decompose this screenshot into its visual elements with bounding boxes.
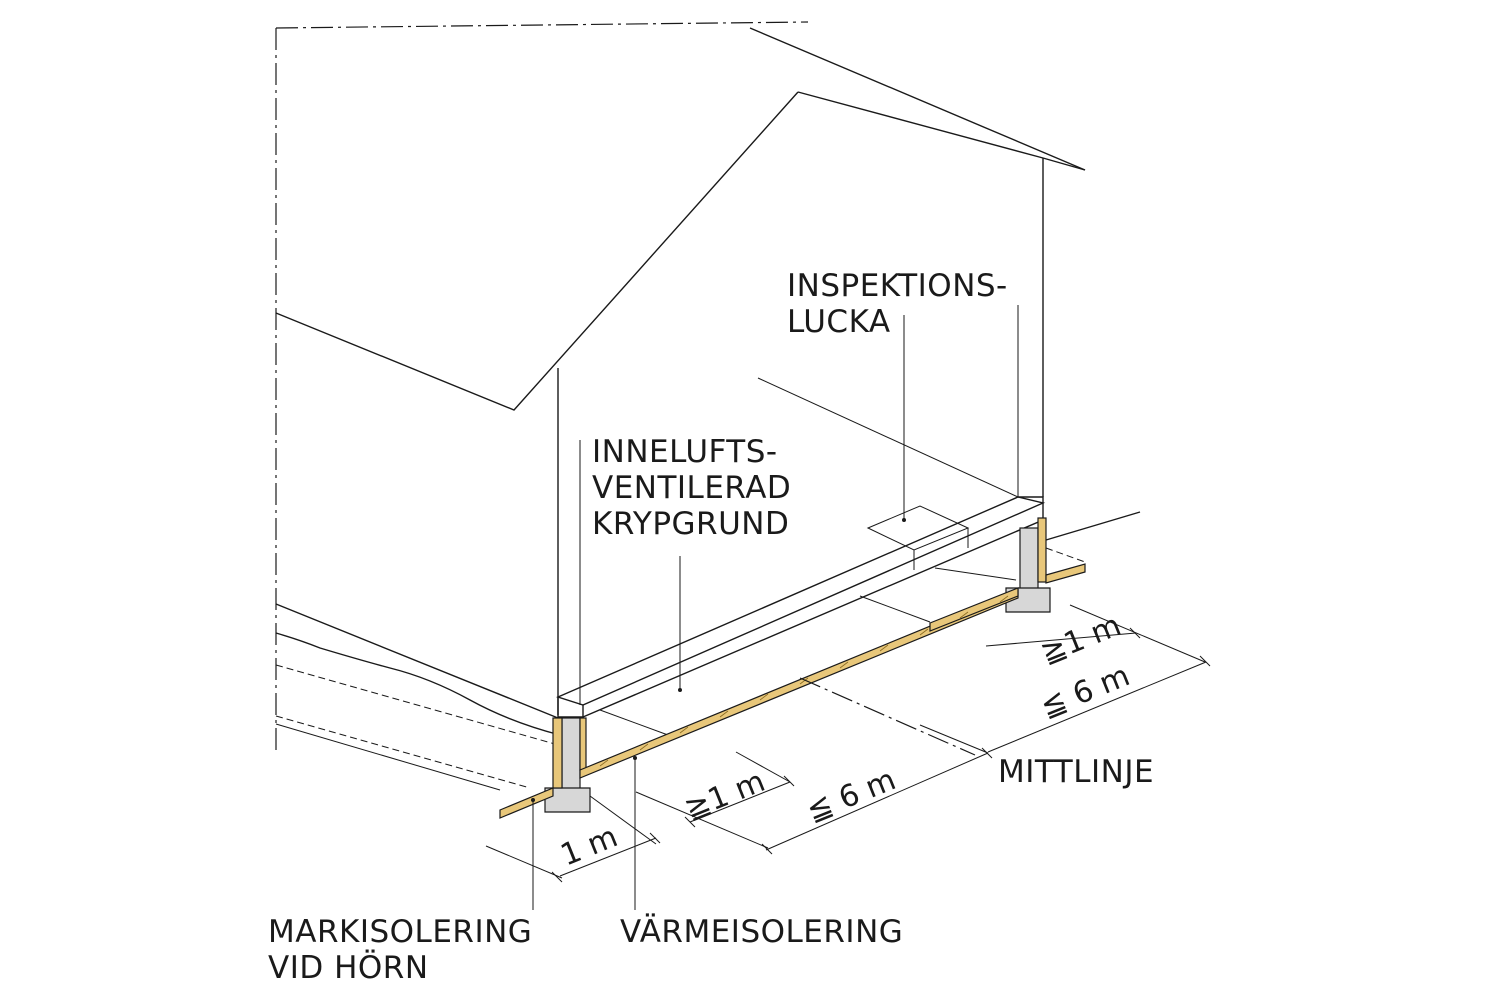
ground-right — [1045, 511, 1141, 563]
crawlspace-label-1: INNELUFTS- — [592, 434, 778, 470]
insulation — [499, 517, 1086, 819]
section-line — [275, 21, 809, 750]
crawlspace-label-2: VENTILERAD — [592, 470, 791, 506]
thermal-insulation-label: VÄRMEISOLERING — [620, 914, 903, 950]
crawlspace-floor — [599, 567, 1017, 736]
centerline-label: MITTLINJE — [998, 754, 1154, 790]
centerline-mark — [799, 677, 976, 756]
house-outline — [275, 27, 1086, 719]
inspection-hatch-label-1: INSPEKTIONS- — [787, 268, 1008, 304]
crawlspace-label-3: KRYPGRUND — [592, 506, 789, 542]
dim-corner-1m: 1 m — [556, 819, 623, 873]
dim-front-max: ≦ 6 m — [802, 762, 901, 829]
dimension-lines — [485, 604, 1211, 883]
inspection-hatch — [866, 505, 970, 570]
ground-left — [275, 632, 563, 791]
dim-front-min: ≧1 m — [680, 764, 770, 828]
ground-insulation-label-2: VID HÖRN — [268, 949, 429, 986]
ground-insulation-label-1: MARKISOLERING — [268, 914, 532, 950]
leader-lines — [531, 305, 1019, 910]
inspection-hatch-label-2: LUCKA — [787, 304, 891, 340]
